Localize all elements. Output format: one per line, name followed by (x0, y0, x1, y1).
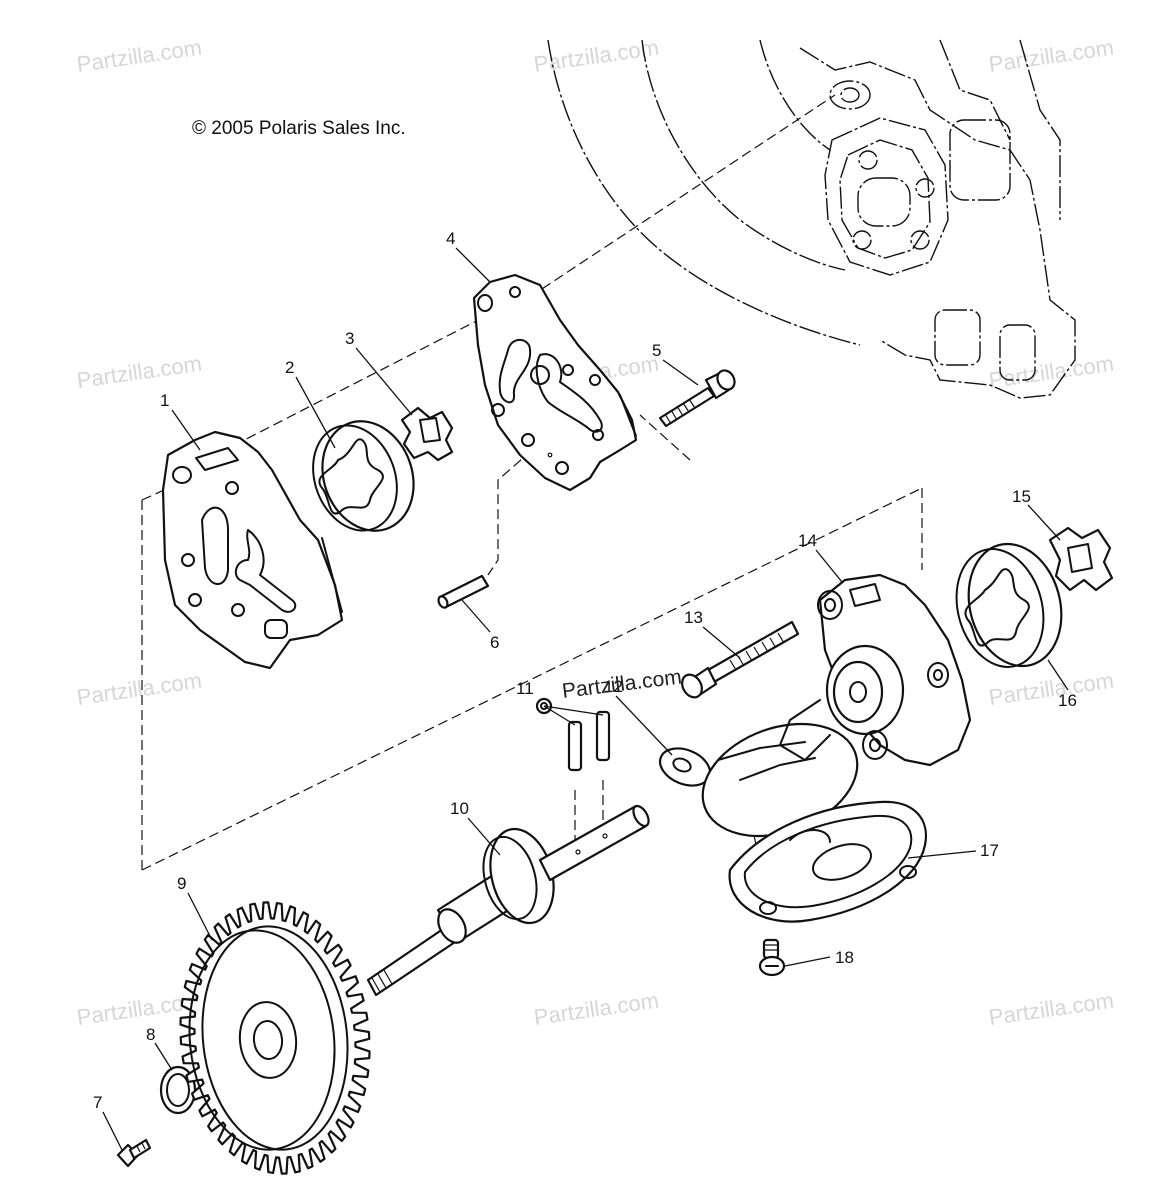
part-1-pump-body (161, 430, 344, 670)
leader-lines (102, 247, 1069, 1151)
callout-18: 18 (835, 948, 854, 967)
callout-14: 14 (798, 531, 817, 550)
watermark: Partzilla.com (75, 351, 203, 393)
part-6-dowel-pin (437, 574, 490, 609)
part-15-inner-rotor (1048, 526, 1114, 592)
callout-2: 2 (285, 358, 294, 377)
part-5-screw (658, 369, 736, 428)
callout-numbers: 1 2 3 4 5 6 7 8 9 10 11 12 13 14 15 16 1… (93, 229, 1077, 1112)
crankcase-outline (547, 39, 1076, 399)
part-2-outer-rotor (312, 420, 415, 532)
callout-6: 6 (490, 633, 499, 652)
part-9-drive-gear (179, 901, 371, 1175)
partzilla-brand-label: Partzilla.com (561, 665, 683, 702)
callout-11: 11 (516, 679, 534, 698)
part-18-screw (758, 938, 786, 977)
part-11-pins (535, 697, 611, 772)
part-7-screw (116, 1138, 152, 1168)
watermark: Partzilla.com (75, 35, 203, 77)
callout-17: 17 (980, 841, 999, 860)
callout-8: 8 (146, 1025, 155, 1044)
part-4-pump-plate (472, 273, 638, 492)
callout-4: 4 (446, 229, 455, 248)
callout-10: 10 (450, 799, 469, 818)
callout-15: 15 (1012, 487, 1031, 506)
callout-16: 16 (1058, 691, 1077, 710)
watermark: Partzilla.com (987, 988, 1115, 1030)
callout-7: 7 (93, 1093, 102, 1112)
callout-12: 12 (604, 677, 623, 696)
part-17-gasket (728, 800, 927, 923)
watermark: Partzilla.com (987, 668, 1115, 710)
part-13-bolt (681, 620, 800, 699)
part-10-pump-shaft (366, 804, 650, 997)
callout-13: 13 (684, 608, 703, 627)
watermark: Partzilla.com (532, 988, 660, 1030)
watermark: Partzilla.com (987, 35, 1115, 77)
callout-5: 5 (652, 341, 661, 360)
callout-9: 9 (177, 874, 186, 893)
watermark: Partzilla.com (987, 351, 1115, 393)
watermark: Partzilla.com (75, 668, 203, 710)
part-14-pump-housing (701, 573, 972, 838)
callout-1: 1 (160, 391, 169, 410)
callout-3: 3 (345, 329, 354, 348)
part-3-inner-rotor (400, 406, 454, 462)
part-16-outer-rotor (955, 542, 1063, 668)
copyright-notice: © 2005 Polaris Sales Inc. (192, 118, 406, 139)
